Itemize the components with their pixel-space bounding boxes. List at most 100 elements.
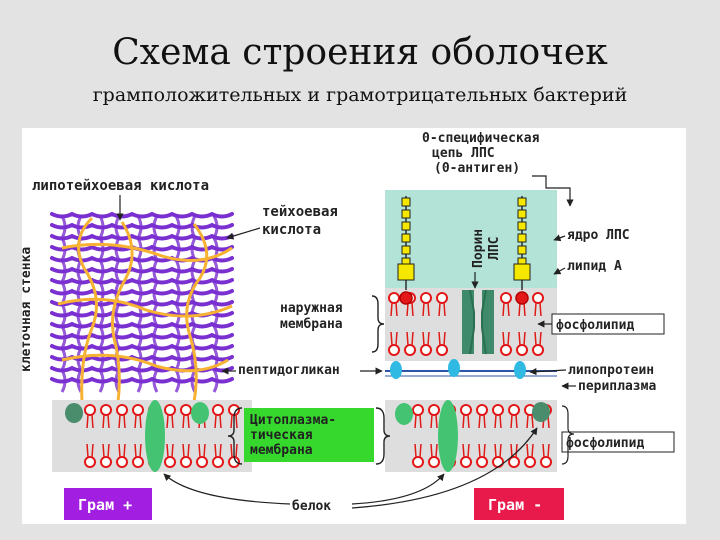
brace-cyto-right (375, 407, 391, 465)
phospholipid-head (460, 456, 472, 468)
label-cytoplasmic-3: мембрана (250, 443, 313, 458)
phospholipid-head (428, 404, 440, 416)
label-peptidoglycan: пептидогликан (238, 363, 340, 378)
orange-strand (61, 353, 229, 373)
outer-phospholipid-head (404, 344, 416, 356)
label-cell-wall: клеточная стенка (22, 247, 34, 372)
label-lipoprotein: липопротеин (568, 363, 654, 378)
diagram-panel: липотейхоевая кислота тейхоевая кислота … (19, 128, 686, 524)
arrow-lps-core (553, 234, 566, 242)
phospholipid-tail (134, 443, 142, 458)
label-teichoic-1: тейхоевая (262, 204, 338, 220)
phospholipid-tail (494, 414, 502, 429)
outer-phospholipid-tail (518, 331, 526, 346)
label-lps-core: ядро ЛПС (567, 228, 630, 243)
outer-lps-head (500, 292, 512, 304)
outer-lps-head (388, 292, 400, 304)
arrow-lipoprotein (529, 368, 567, 376)
label-porin: Порин (471, 229, 486, 268)
phospholipid-tail (478, 443, 486, 458)
lps-anchor (515, 291, 529, 305)
label-lps: ЛПС (487, 237, 502, 260)
phospholipid-head (428, 456, 440, 468)
porin (462, 290, 494, 354)
phospholipid-head (116, 404, 128, 416)
purple-cross-strand (152, 215, 159, 393)
o-antigen-unit (517, 221, 527, 231)
phospholipid-head (492, 456, 504, 468)
phospholipid-head (132, 456, 144, 468)
outer-phospholipid-tail (502, 331, 510, 346)
orange-strand (77, 216, 98, 403)
purple-cross-strand (136, 215, 143, 393)
phospholipid-tail (462, 443, 470, 458)
label-cytoplasmic-2: тическая (250, 428, 313, 443)
outer-lps-tail (502, 302, 510, 317)
o-antigen-unit (401, 209, 411, 219)
label-phospholipid-bottom: фосфолипид (566, 436, 644, 451)
outer-phospholipid-head (420, 344, 432, 356)
phospholipid-head (164, 456, 176, 468)
brace-phospholipid-bottom (561, 405, 575, 465)
phospholipid-head (180, 404, 192, 416)
o-antigen-unit (517, 233, 527, 243)
phospholipid-tail (478, 414, 486, 429)
phospholipid-head (540, 456, 552, 468)
orange-strand (57, 297, 233, 318)
phospholipid-head (180, 456, 192, 468)
phospholipid-head (100, 404, 112, 416)
arrow-lipid-a (553, 267, 566, 275)
phospholipid-tail (182, 414, 190, 429)
phospholipid-tail (526, 414, 534, 429)
label-lipoteichoic: липотейхоевая кислота (32, 178, 209, 194)
phospholipid-tail (214, 443, 222, 458)
lps-o-chains (397, 196, 531, 305)
phospholipid-tail (118, 443, 126, 458)
outer-lps-head (532, 292, 544, 304)
phospholipid-tail (198, 443, 206, 458)
phospholipid-tail (230, 414, 238, 429)
outer-phospholipid-head (436, 344, 448, 356)
phospholipid-tail (118, 414, 126, 429)
phospholipid-head (164, 404, 176, 416)
phospholipid-head (196, 456, 208, 468)
purple-cross-strand (212, 215, 219, 393)
label-teichoic-2: кислота (262, 222, 321, 238)
phospholipid-head (476, 456, 488, 468)
phospholipid-tail (86, 414, 94, 429)
gram-pos-protein-left (65, 403, 83, 423)
cytoplasmic-label-box (244, 408, 374, 462)
arrow-o-chain (532, 175, 574, 207)
phospholipid-tail (166, 414, 174, 429)
phospholipid-tail (414, 414, 422, 429)
phospholipid-head (412, 456, 424, 468)
outer-lps-head (420, 292, 432, 304)
gram-positive-badge (64, 488, 152, 520)
o-antigen-unit (517, 209, 527, 219)
o-antigen-unit (401, 221, 411, 231)
lipoteichoic-acid-strands (57, 216, 233, 403)
phospholipid-tail (526, 443, 534, 458)
phospholipid-head (508, 404, 520, 416)
outer-phospholipid-head (388, 344, 400, 356)
outer-lps-tail (518, 302, 526, 317)
lipid-a-block (513, 263, 531, 281)
lipoprotein-2 (448, 359, 460, 377)
label-protein: белок (292, 499, 331, 514)
arrow-teichoic (226, 227, 261, 240)
gram-neg-protein-left (395, 403, 413, 425)
outer-phospholipid-tail (422, 331, 430, 346)
phospholipid-tail (510, 414, 518, 429)
phospholipid-tail (494, 443, 502, 458)
outer-phospholipid-tail (534, 331, 542, 346)
label-outer-membrane-2: мембрана (280, 317, 343, 332)
outer-phospholipid-head (500, 344, 512, 356)
phospholipid-bottom-box (561, 431, 675, 453)
lipid-a-block (397, 263, 415, 281)
phospholipid-tail (102, 443, 110, 458)
outer-phospholipid-tail (406, 331, 414, 346)
purple-cross-strand (174, 215, 181, 393)
phospholipid-head (508, 456, 520, 468)
phospholipid-tail (134, 414, 142, 429)
phospholipid-head (492, 404, 504, 416)
